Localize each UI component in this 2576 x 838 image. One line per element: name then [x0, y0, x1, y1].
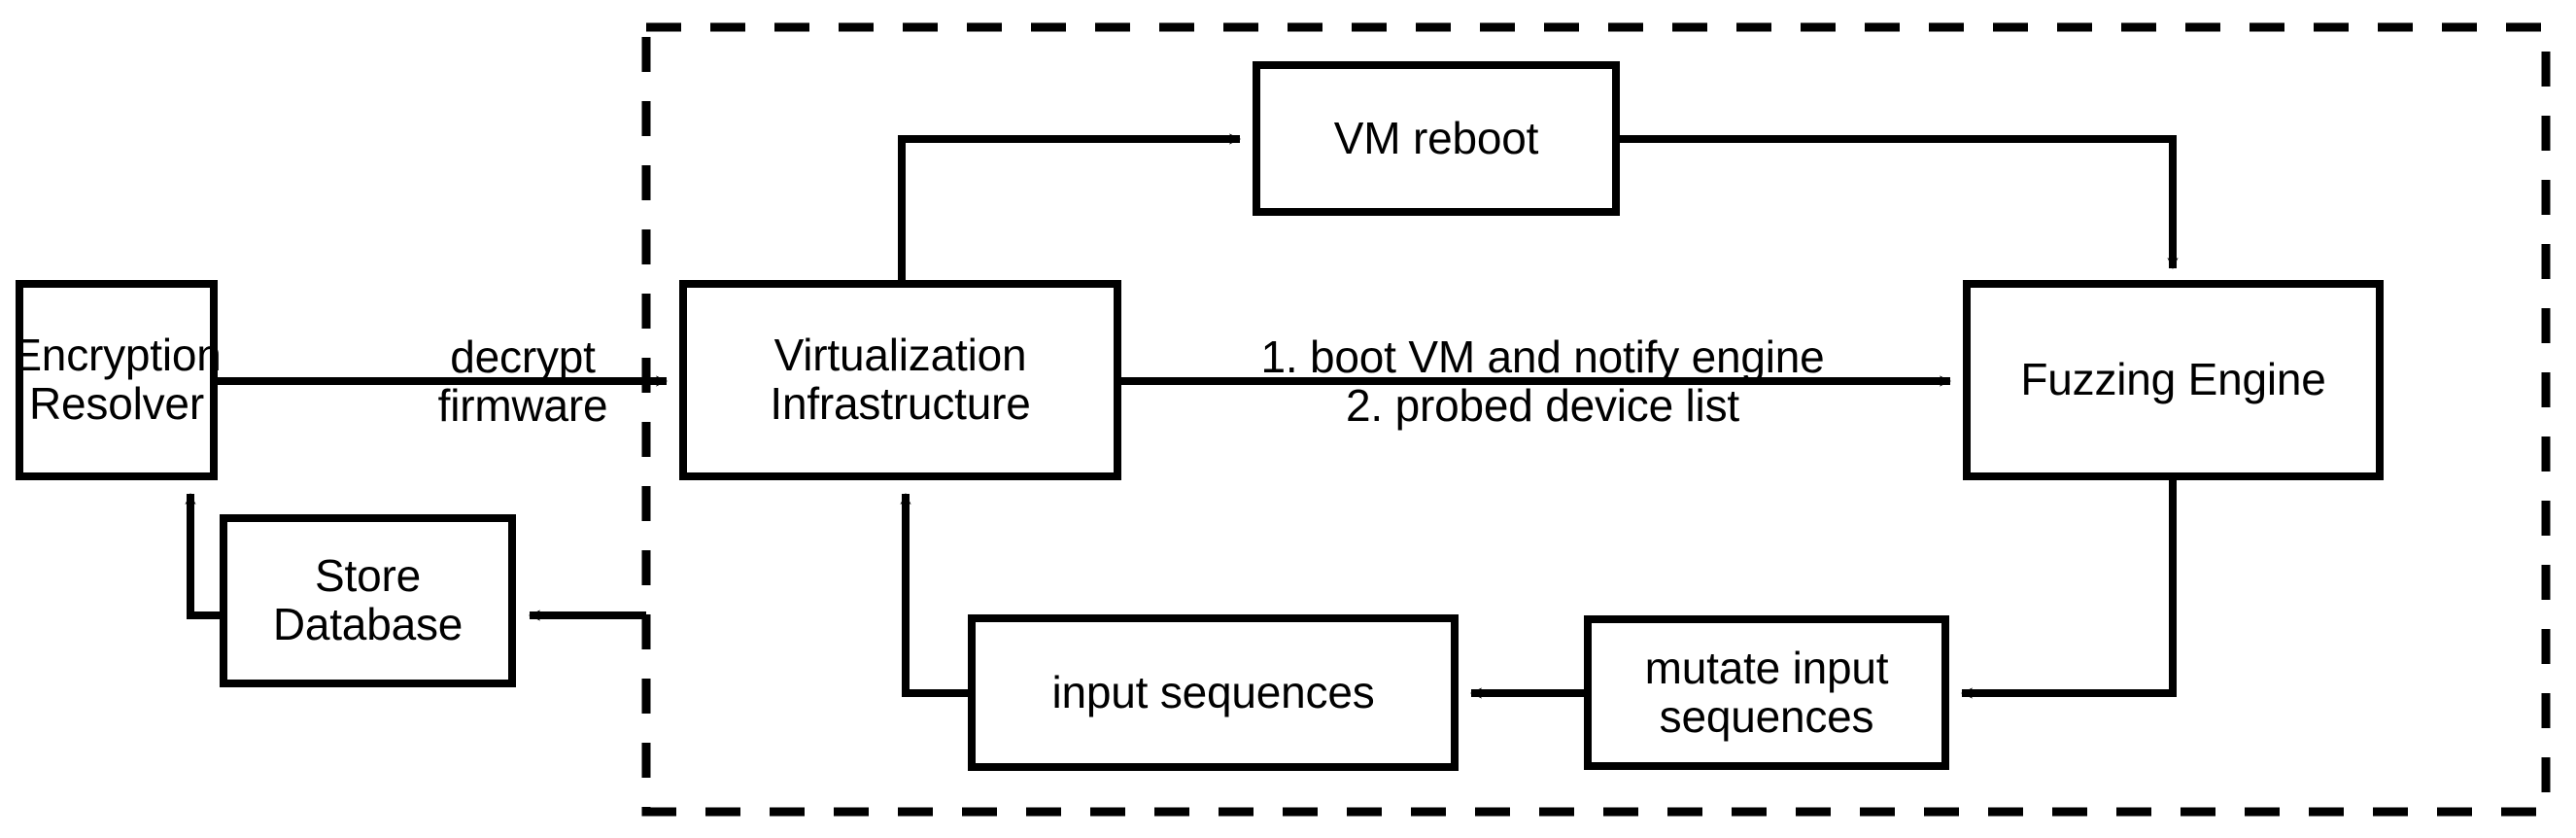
node-box-encryption-resolver[interactable]	[16, 280, 218, 480]
node-box-store-database[interactable]	[220, 514, 516, 687]
node-box-mutate-input-sequences[interactable]	[1584, 615, 1949, 770]
edge-input-sequences-to-virtualization-infrastructure	[900, 493, 972, 697]
edge-fuzzing-engine-to-mutate-input-sequences	[1961, 476, 2177, 699]
node-box-fuzzing-engine[interactable]	[1963, 280, 2384, 480]
node-box-vm-reboot[interactable]	[1253, 61, 1620, 216]
edge-store-database-to-encryption-resolver	[185, 493, 223, 619]
edge-virtualization-infrastructure-to-vm-reboot	[898, 133, 1241, 284]
node-box-input-sequences[interactable]	[968, 614, 1459, 771]
edge-vm-reboot-to-fuzzing-engine	[1616, 135, 2179, 269]
node-box-virtualization-infrastructure[interactable]	[679, 280, 1121, 480]
